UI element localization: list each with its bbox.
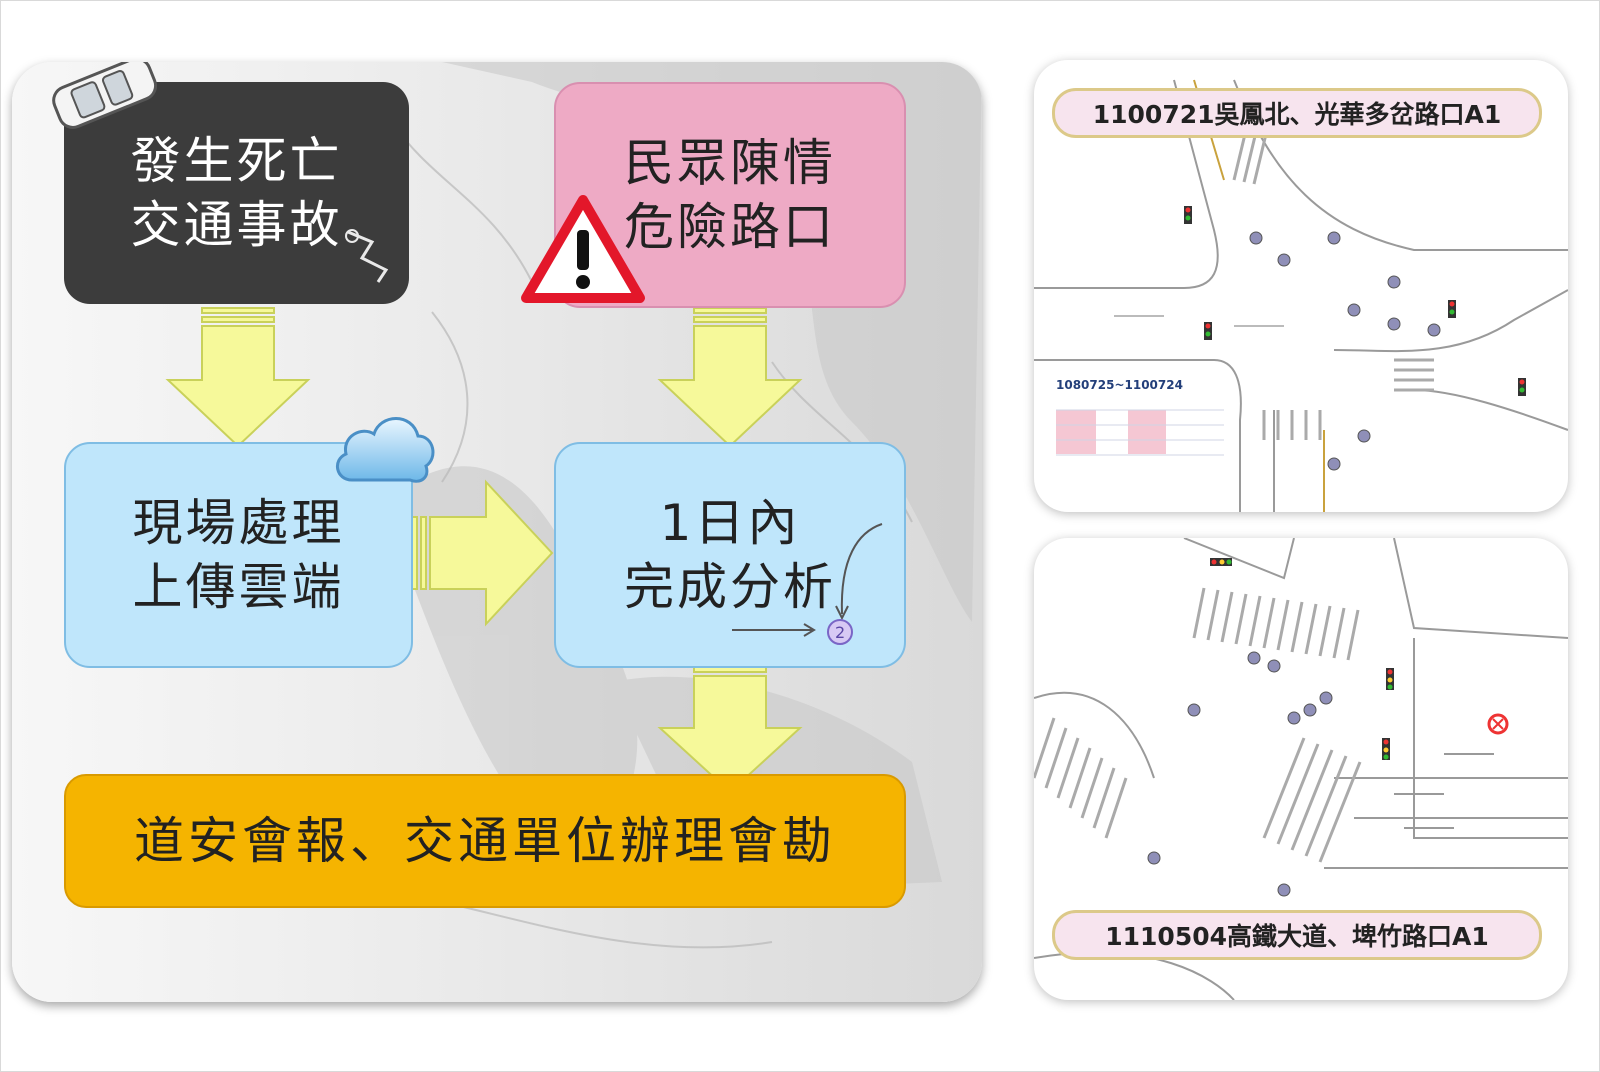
- onsite-upload-line-2: 上傳雲端: [132, 558, 345, 616]
- flow-panel: 發生死亡 交通事故 民眾陳情 危險路口 現場處理 上傳雲端 1日內 完成分析 道…: [12, 62, 982, 1002]
- analysis-sketch-icon: 2: [732, 523, 883, 645]
- intersection-map-card-1: 1100721吳鳳北、光華多岔路口A1 1080725~1100724: [1034, 60, 1568, 512]
- map-caption-1: 1100721吳鳳北、光華多岔路口A1: [1052, 88, 1542, 138]
- onsite-upload-line-1: 現場處理: [132, 494, 345, 552]
- warning-icon: [521, 195, 645, 303]
- public-petition-line-2: 危險路口: [624, 198, 836, 256]
- cloud-icon: [336, 417, 435, 483]
- arrow-down-right: [657, 307, 803, 448]
- arrow-right: [411, 479, 554, 627]
- intersection-diagram-1: [1034, 79, 1568, 512]
- analysis-line-2: 完成分析: [624, 558, 836, 616]
- svg-text:2: 2: [835, 623, 845, 642]
- car-icon: [52, 62, 158, 129]
- final-action-box: 道安會報、交通單位辦理會勘: [64, 774, 906, 908]
- analysis-line-1: 1日內: [659, 494, 801, 552]
- map-caption-2: 1110504高鐵大道、埤竹路口A1: [1052, 910, 1542, 960]
- intersection-map-card-2: 1110504高鐵大道、埤竹路口A1: [1034, 538, 1568, 1000]
- collision-sketch-icon: [345, 229, 389, 283]
- arrow-down-left: [165, 307, 311, 448]
- map-period-label: 1080725~1100724: [1056, 378, 1183, 392]
- fatal-accident-line-2: 交通事故: [130, 196, 343, 254]
- fatal-accident-box: 發生死亡 交通事故: [64, 82, 409, 304]
- final-action-text: 道安會報、交通單位辦理會勘: [134, 812, 836, 870]
- public-petition-line-1: 民眾陳情: [624, 134, 836, 192]
- analysis-box: 1日內 完成分析: [554, 442, 906, 668]
- arrow-down-final: [657, 657, 803, 794]
- fatal-accident-line-1: 發生死亡: [130, 132, 343, 190]
- intersection-diagram-2: [1034, 538, 1568, 1000]
